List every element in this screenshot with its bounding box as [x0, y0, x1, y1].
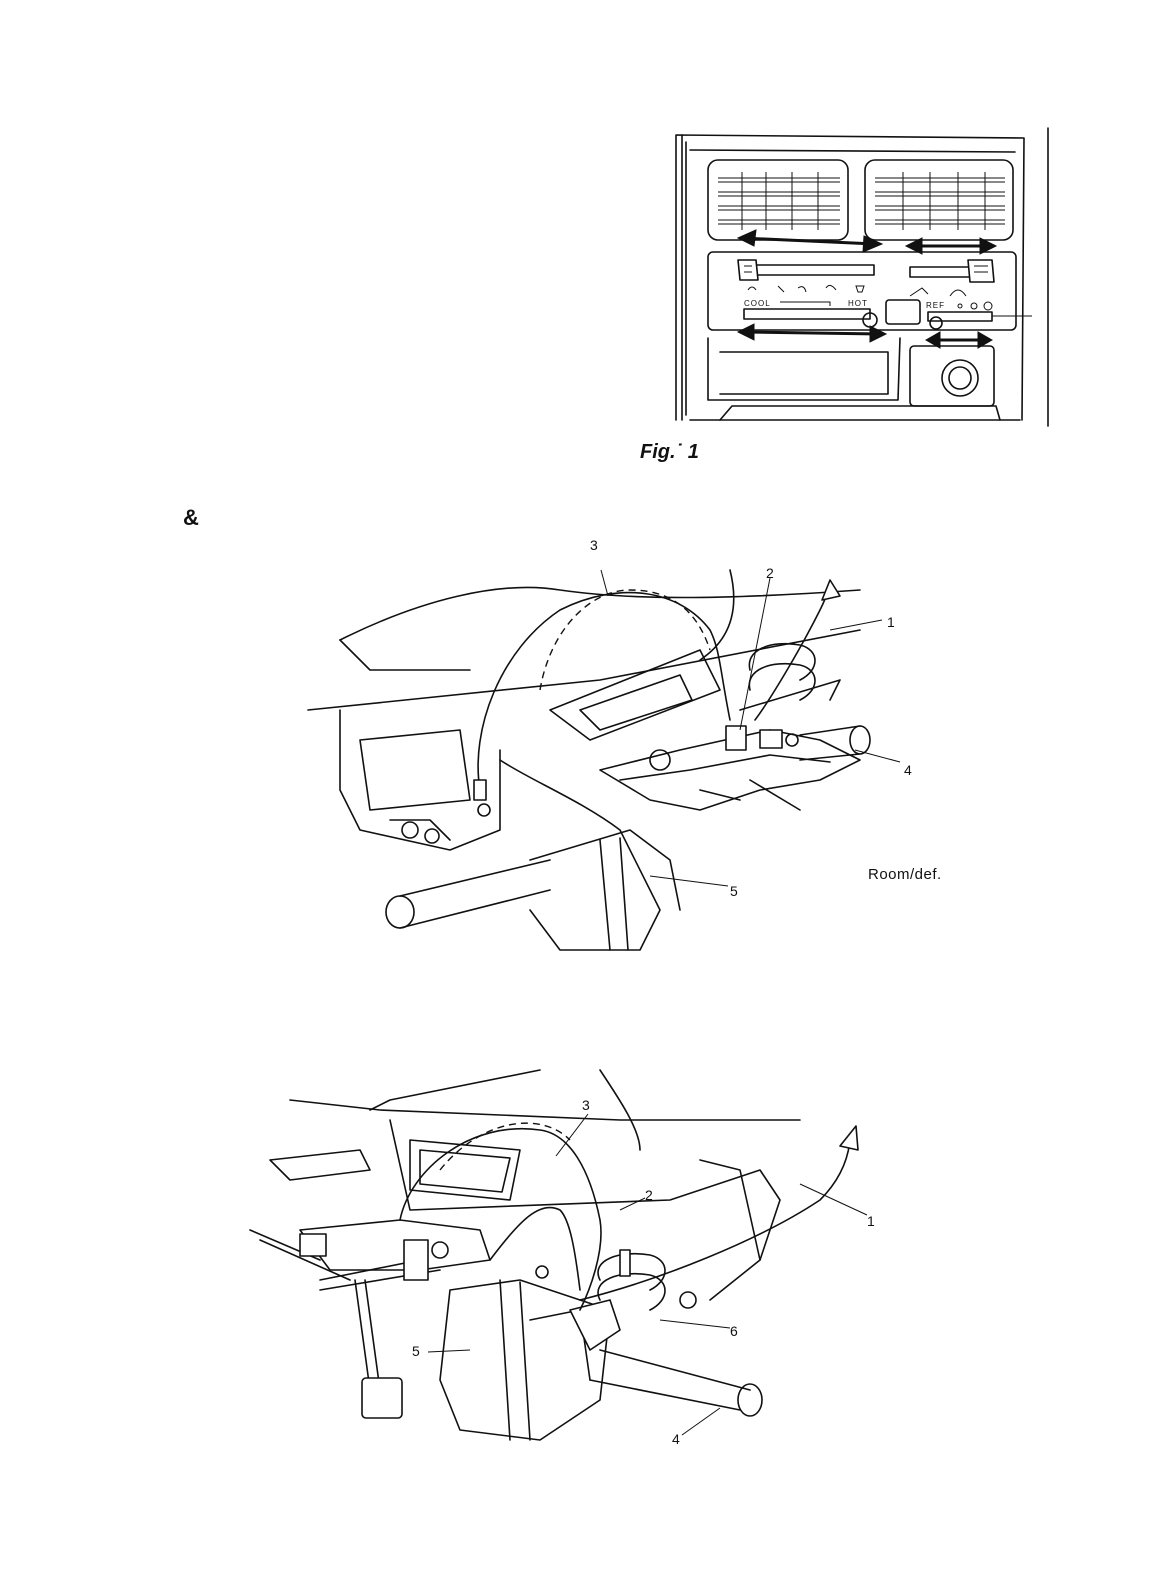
control-panel-drawing: COOL HOT REF — [660, 120, 1060, 440]
callout-2-bottom: 2 — [645, 1187, 653, 1203]
callout-4: 4 — [904, 762, 912, 778]
hot-label: HOT — [848, 299, 868, 308]
ref-label: REF — [926, 301, 945, 310]
callout-3: 3 — [590, 537, 598, 553]
cool-label: COOL — [744, 299, 771, 308]
pedal — [362, 1378, 402, 1418]
callout-5: 5 — [730, 883, 738, 899]
ampersand-mark: & — [183, 505, 199, 531]
panel-arrows — [738, 324, 992, 348]
heater-assembly-drawing-bottom: 3 2 1 6 5 4 — [240, 1060, 900, 1460]
right-air-vent — [865, 160, 1013, 240]
figure-1-caption: Fig.˙ 1 — [640, 441, 699, 464]
callout-6-bottom: 6 — [730, 1323, 738, 1339]
ac-button — [886, 300, 920, 324]
heater-assembly-diagram-top: 3 2 1 4 5 — [300, 530, 960, 970]
temp-slider-track — [744, 309, 870, 319]
callout-5-bottom: 5 — [412, 1343, 420, 1359]
duct-pipe-end-bottom — [738, 1384, 762, 1416]
room-def-note: Room/def. — [868, 866, 942, 883]
mode-slider-track — [742, 265, 874, 275]
duct-pipe-end — [386, 896, 414, 928]
cigarette-lighter — [942, 360, 978, 396]
mode-icons — [748, 285, 966, 296]
left-air-vent — [708, 160, 848, 240]
callout-3-bottom: 3 — [582, 1097, 590, 1113]
figure-1-control-panel: COOL HOT REF — [660, 120, 1060, 440]
control-cable-1 — [755, 586, 830, 720]
callout-4-bottom: 4 — [672, 1431, 680, 1447]
heater-assembly-diagram-bottom: 3 2 1 6 5 4 — [240, 1060, 900, 1460]
callout-1-bottom: 1 — [867, 1213, 875, 1229]
callout-2: 2 — [766, 565, 774, 581]
callout-1: 1 — [887, 614, 895, 630]
vent-arrows — [738, 230, 996, 254]
heater-assembly-drawing-top: 3 2 1 4 5 — [300, 530, 960, 970]
lever-assembly-left — [300, 1220, 490, 1270]
